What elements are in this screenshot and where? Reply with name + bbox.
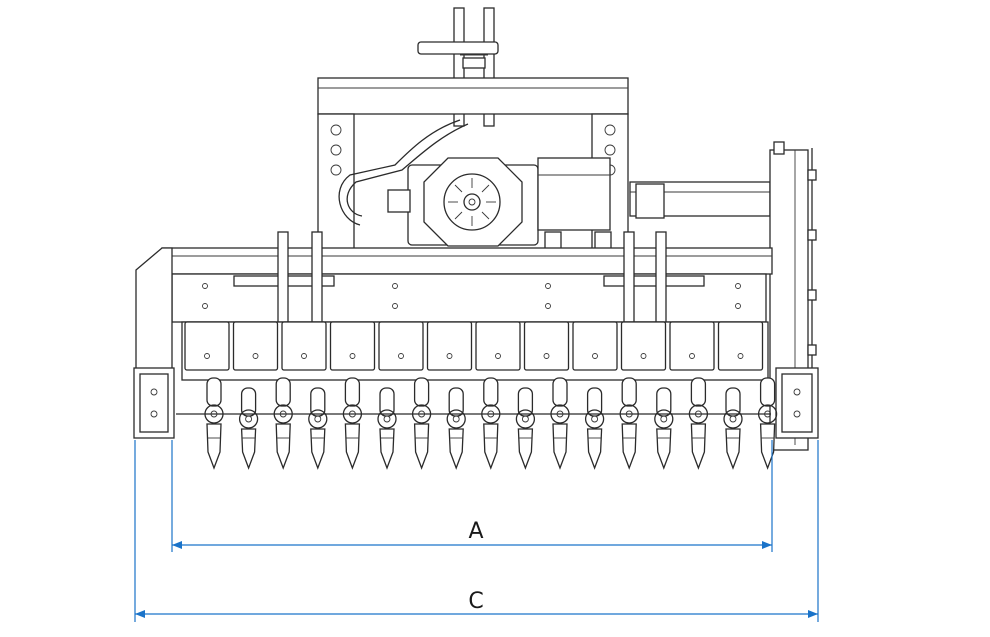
tine-tip: [725, 428, 741, 470]
tine-tip: [448, 428, 464, 470]
tine-tip: [517, 428, 534, 470]
tine-tip: [690, 423, 707, 470]
tine-tip: [586, 428, 603, 470]
dimension-a: A: [171, 440, 773, 552]
blade-block: [329, 321, 376, 371]
tine-upper: [759, 377, 776, 407]
tine-upper: [483, 377, 499, 407]
tine-tip: [240, 428, 257, 470]
tine-tip: [275, 423, 291, 470]
blade-block: [475, 321, 521, 371]
blade-block: [620, 321, 667, 371]
tine-tip: [206, 423, 222, 470]
blade-block: [378, 321, 424, 371]
tine-upper: [206, 377, 222, 407]
tine-tip: [759, 423, 776, 470]
blade-block: [717, 321, 764, 371]
blade-block: [523, 321, 570, 371]
blade-block: [281, 321, 327, 371]
blade-block: [232, 321, 279, 371]
tine-tip: [344, 423, 361, 470]
tine-tip: [379, 428, 395, 470]
hitch-mast: [417, 7, 499, 127]
dimension-a-label: A: [468, 519, 483, 544]
left-side-skid: [133, 247, 175, 439]
dimension-c: C: [134, 440, 819, 622]
tine-tip: [552, 423, 568, 470]
tine-upper: [344, 377, 361, 407]
tine-tip: [656, 428, 672, 470]
tine-upper: [552, 377, 568, 407]
tine-tip: [413, 423, 430, 470]
rotor-tines: [176, 321, 778, 470]
dimension-c-label: C: [468, 589, 483, 614]
tine-upper: [413, 377, 430, 407]
tine-upper: [621, 377, 637, 407]
right-side-skid: [775, 367, 819, 439]
blade-block: [572, 321, 618, 371]
gearbox: [387, 157, 612, 251]
blade-block: [426, 321, 473, 371]
blade-block: [184, 321, 230, 371]
tine-upper: [275, 377, 291, 407]
blade-block: [669, 321, 715, 371]
tine-upper: [690, 377, 707, 407]
tine-tip: [621, 423, 637, 470]
tine-tip: [310, 428, 326, 470]
tine-tip: [483, 423, 499, 470]
